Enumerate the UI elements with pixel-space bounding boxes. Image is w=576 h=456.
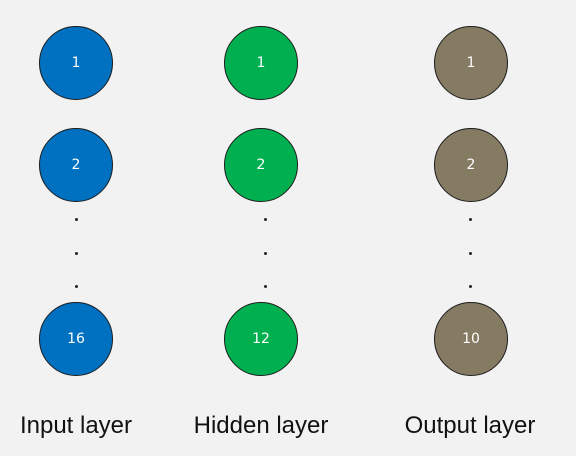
output-ellipsis-dot-1 xyxy=(469,218,472,221)
hidden-ellipsis-dot-1 xyxy=(264,218,267,221)
hidden-ellipsis-dot-3 xyxy=(264,285,267,288)
input-ellipsis-dot-2 xyxy=(75,252,78,255)
input-ellipsis-dot-3 xyxy=(75,285,78,288)
hidden-layer-label: Hidden layer xyxy=(193,412,329,439)
hidden-node-2: 2 xyxy=(224,128,298,202)
output-ellipsis-dot-2 xyxy=(469,252,472,255)
input-node-2: 2 xyxy=(39,128,113,202)
hidden-node-1: 1 xyxy=(224,26,298,100)
output-node-last: 10 xyxy=(434,302,508,376)
hidden-ellipsis-dot-2 xyxy=(264,252,267,255)
hidden-node-last: 12 xyxy=(224,302,298,376)
input-node-1: 1 xyxy=(39,26,113,100)
output-node-1: 1 xyxy=(434,26,508,100)
output-node-2: 2 xyxy=(434,128,508,202)
input-node-last: 16 xyxy=(39,302,113,376)
input-ellipsis-dot-1 xyxy=(75,218,78,221)
output-ellipsis-dot-3 xyxy=(469,285,472,288)
input-layer-label: Input layer xyxy=(19,412,133,439)
output-layer-label: Output layer xyxy=(404,412,536,439)
